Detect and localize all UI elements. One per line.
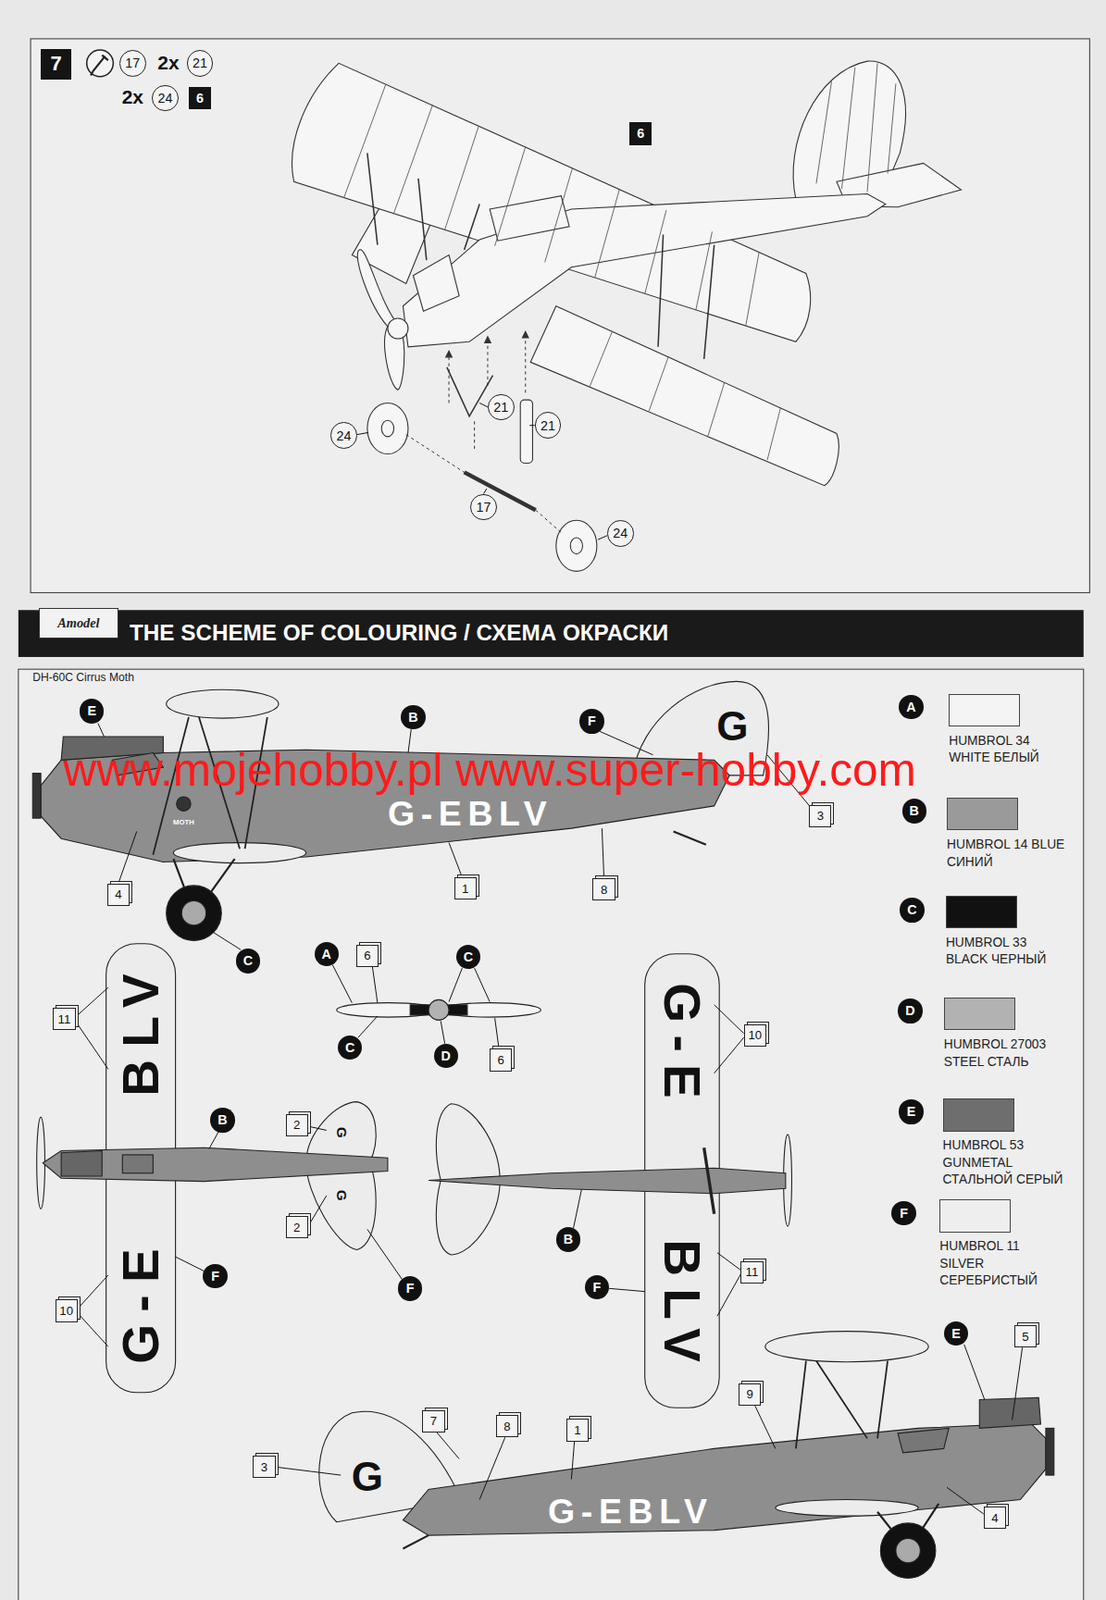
- part-number: 21: [487, 394, 515, 422]
- registration-marking: BLV: [115, 961, 167, 1109]
- node-text: Amodel: [57, 616, 100, 630]
- paint-callout: F: [202, 1264, 227, 1289]
- decal-number: 10: [744, 1024, 767, 1047]
- decal-number: 2: [285, 1216, 309, 1239]
- registration-marking: G-E: [656, 970, 708, 1111]
- registration-marking: G: [335, 1190, 349, 1202]
- part-number: 17: [470, 494, 498, 522]
- decal-number: 5: [1014, 1325, 1037, 1348]
- part-number: 21: [186, 49, 214, 77]
- paint-callout: A: [314, 942, 339, 967]
- paint-callout: C: [456, 944, 481, 970]
- part-number: 17: [119, 49, 147, 77]
- paint-callout: F: [397, 1276, 423, 1301]
- paint-callout: B: [556, 1227, 581, 1252]
- paint-callout: C: [899, 897, 924, 922]
- paint-callout: F: [579, 708, 604, 734]
- decal-number: 9: [738, 1383, 761, 1406]
- node-text: 6: [196, 91, 204, 105]
- node-text: 7: [49, 53, 62, 75]
- color-swatch: [943, 1098, 1015, 1131]
- paint-callout: E: [79, 698, 104, 723]
- decal-number: 1: [454, 877, 477, 900]
- legend-text: HUMBROL 53 GUNMETAL СТАЛЬНОЙ СЕРЫЙ: [943, 1137, 1064, 1190]
- decal-number: 3: [808, 805, 832, 828]
- registration-marking: G: [335, 1127, 349, 1139]
- decal-number: 7: [422, 1410, 445, 1433]
- quantity-label: 2x: [122, 87, 144, 108]
- node-text: 6: [636, 126, 645, 140]
- decal-number: 6: [489, 1048, 512, 1071]
- color-swatch: [945, 895, 1018, 929]
- decal-number: 8: [496, 1415, 519, 1438]
- color-swatch: [939, 1199, 1011, 1232]
- registration-marking: MOTH: [173, 819, 195, 827]
- paint-callout: F: [584, 1275, 609, 1300]
- part-number: 24: [151, 85, 179, 112]
- registration-marking: G-EBLV: [381, 796, 553, 832]
- decal-number: 4: [107, 883, 130, 907]
- paint-callout: E: [944, 1321, 969, 1346]
- legend-text: HUMBROL 33 BLACK ЧЕРНЫЙ: [945, 934, 1067, 970]
- paint-callout: F: [891, 1201, 916, 1226]
- paint-callout: E: [898, 1099, 923, 1124]
- paint-callout: B: [902, 798, 927, 823]
- paint-callout: A: [898, 695, 923, 720]
- paint-callout: D: [897, 998, 922, 1023]
- version-label: DH-60C Cirrus Moth: [32, 671, 135, 684]
- registration-marking: G-E: [115, 1236, 167, 1377]
- part-number: 24: [607, 520, 634, 547]
- legend-text: HUMBROL 34 WHITE БЕЛЫЙ: [948, 733, 1069, 768]
- part-number: 24: [330, 422, 358, 449]
- paint-callout: B: [400, 705, 425, 730]
- decal-number: 1: [566, 1418, 589, 1442]
- color-swatch: [948, 694, 1020, 727]
- paint-callout: C: [236, 948, 261, 973]
- decal-number: 11: [740, 1261, 763, 1284]
- watermark: www.mojehobby.pl www.super-hobby.com: [62, 747, 917, 795]
- decal-number: 8: [592, 878, 615, 901]
- decal-number: 11: [52, 1007, 75, 1031]
- legend-text: HUMBROL 14 BLUE СИНИЙ: [946, 836, 1068, 871]
- decal-number: 2: [285, 1114, 309, 1137]
- step-number: 7: [40, 49, 72, 80]
- decal-number: 3: [252, 1455, 275, 1479]
- paint-callout: B: [210, 1107, 235, 1132]
- decal-number: 4: [983, 1506, 1007, 1529]
- brand-logo: Amodel: [38, 608, 119, 639]
- step-reference: 6: [188, 86, 212, 110]
- color-swatch: [944, 997, 1016, 1031]
- step-reference: 6: [629, 122, 652, 145]
- registration-marking: G: [345, 1456, 390, 1498]
- decal-number: 6: [356, 944, 379, 968]
- legend-text: HUMBROL 27003 STEEL СТАЛЬ: [944, 1036, 1065, 1071]
- part-number: 21: [534, 411, 562, 439]
- section-title: THE SCHEME OF COLOURING / СХЕМА ОКРАСКИ: [129, 621, 669, 645]
- legend-text: HUMBROL 11 SILVER СЕРЕБРИСТЫЙ: [939, 1238, 1060, 1291]
- quantity-label: 2x: [157, 53, 179, 74]
- registration-marking: G-EBLV: [541, 1494, 713, 1529]
- paint-callout: D: [434, 1043, 459, 1069]
- decal-number: 10: [55, 1299, 78, 1322]
- color-swatch: [946, 797, 1019, 831]
- paint-callout: C: [337, 1035, 362, 1060]
- registration-marking: BLV: [656, 1227, 708, 1375]
- registration-marking: G: [710, 706, 756, 747]
